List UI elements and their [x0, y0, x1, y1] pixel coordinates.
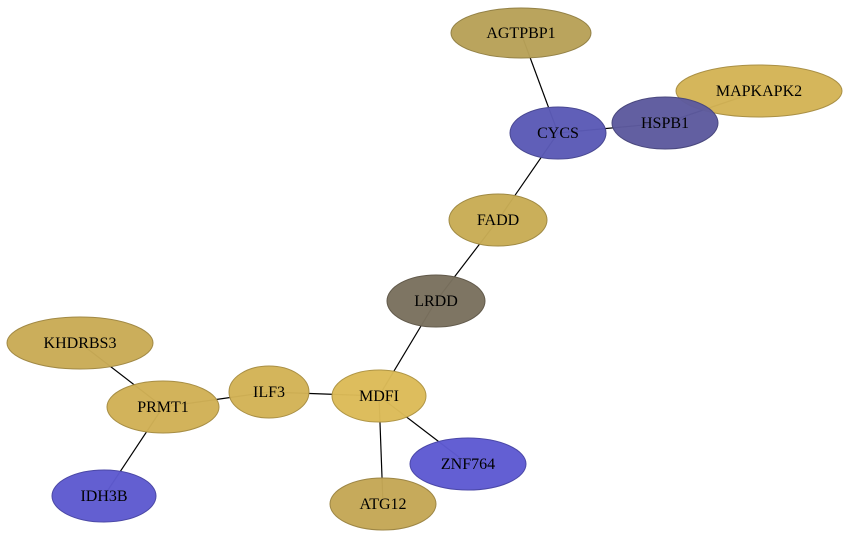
- node-shape-idh3b: [51, 469, 157, 523]
- node-label-lrdd: LRDD: [414, 293, 458, 310]
- node-mapkapk2[interactable]: MAPKAPK2: [675, 64, 843, 118]
- node-shape-mapkapk2: [675, 64, 843, 118]
- node-fadd[interactable]: FADD: [448, 193, 548, 247]
- node-label-idh3b: IDH3B: [80, 488, 127, 505]
- node-label-fadd: FADD: [477, 212, 519, 229]
- node-znf764[interactable]: ZNF764: [409, 437, 527, 491]
- node-label-cycs: CYCS: [537, 125, 579, 142]
- node-label-hspb1: HSPB1: [641, 115, 689, 132]
- node-label-ilf3: ILF3: [253, 384, 285, 401]
- node-label-prmt1: PRMT1: [137, 399, 189, 416]
- node-shape-prmt1: [106, 380, 220, 434]
- node-atg12[interactable]: ATG12: [329, 477, 437, 531]
- node-label-znf764: ZNF764: [441, 456, 495, 473]
- node-mdfi[interactable]: MDFI: [331, 369, 427, 423]
- node-khdrbs3[interactable]: KHDRBS3: [6, 316, 154, 370]
- node-prmt1[interactable]: PRMT1: [106, 380, 220, 434]
- node-shape-mdfi: [331, 369, 427, 423]
- node-ilf3[interactable]: ILF3: [228, 365, 310, 419]
- node-shape-ilf3: [228, 365, 310, 419]
- node-label-khdrbs3: KHDRBS3: [44, 335, 117, 352]
- node-label-agtpbp1: AGTPBP1: [486, 25, 555, 42]
- node-lrdd[interactable]: LRDD: [386, 274, 486, 328]
- node-cycs[interactable]: CYCS: [509, 106, 607, 160]
- node-label-atg12: ATG12: [359, 496, 406, 513]
- node-shape-znf764: [409, 437, 527, 491]
- node-label-mdfi: MDFI: [359, 388, 399, 405]
- node-label-mapkapk2: MAPKAPK2: [716, 83, 802, 100]
- node-shape-atg12: [329, 477, 437, 531]
- node-shape-fadd: [448, 193, 548, 247]
- node-shape-agtpbp1: [450, 7, 592, 59]
- node-idh3b[interactable]: IDH3B: [51, 469, 157, 523]
- node-shape-cycs: [509, 106, 607, 160]
- node-hspb1[interactable]: HSPB1: [611, 96, 719, 150]
- node-shape-hspb1: [611, 96, 719, 150]
- node-shape-lrdd: [386, 274, 486, 328]
- node-agtpbp1[interactable]: AGTPBP1: [450, 7, 592, 59]
- node-shape-khdrbs3: [6, 316, 154, 370]
